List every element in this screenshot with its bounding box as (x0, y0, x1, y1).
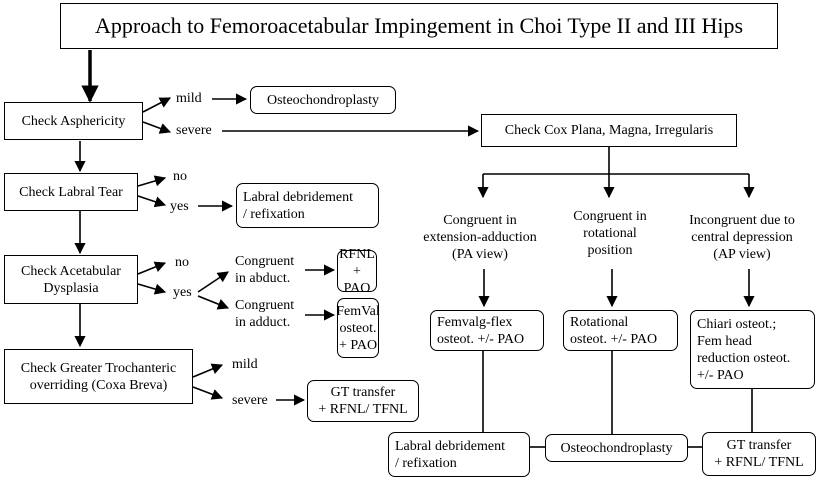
congruent-extension-adduction-label: Congruent in extension-adduction (PA vie… (423, 213, 537, 262)
diagram-title: Approach to Femoroacetabular Impingement… (60, 3, 778, 49)
labral-debridement-bottom-box: Labral debridement / refixation (388, 432, 530, 477)
labral-debridement-top-box: Labral debridement / refixation (236, 183, 379, 228)
label-severe-trochanteric: severe (232, 393, 268, 408)
osteochondroplasty-top-box: Osteochondroplasty (250, 86, 396, 114)
label-severe-asphericity: severe (176, 123, 212, 138)
gt-transfer-left-box: GT transfer + RFNL/ TFNL (307, 380, 419, 422)
label-mild-asphericity: mild (176, 91, 202, 106)
femvalg-flex-box: Femvalg-flex osteot. +/- PAO (430, 310, 544, 351)
rfnl-pao-box: RFNL + PAO (337, 247, 377, 296)
chiari-osteot-box: Chiari osteot.; Fem head reduction osteo… (690, 310, 815, 389)
osteochondroplasty-bottom-box: Osteochondroplasty (545, 434, 688, 462)
femval-osteot-box: FemVal osteot. + PAO (336, 298, 380, 358)
rotational-osteot-box: Rotational osteot. +/- PAO (563, 310, 678, 351)
check-cox-plana-box: Check Cox Plana, Magna, Irregularis (481, 114, 737, 147)
check-greater-trochanteric-box: Check Greater Trochanteric overriding (C… (4, 349, 193, 404)
check-acetabular-dysplasia-box: Check Acetabular Dysplasia (4, 255, 138, 304)
check-labral-tear-box: Check Labral Tear (4, 173, 138, 211)
label-congruent-adduct: Congruent in adduct. (235, 298, 295, 330)
label-mild-trochanteric: mild (232, 357, 258, 372)
incongruent-central-depression-label: Incongruent due to central depression (A… (689, 213, 795, 262)
congruent-rotational-label: Congruent in rotational position (573, 209, 647, 258)
check-asphericity-box: Check Asphericity (4, 102, 143, 140)
label-no-acetabular: no (175, 255, 189, 270)
label-congruent-abduct: Congruent in abduct. (235, 254, 295, 286)
gt-transfer-bottom-box: GT transfer + RFNL/ TFNL (702, 432, 816, 476)
label-yes-acetabular: yes (173, 285, 192, 300)
label-yes-labral: yes (170, 199, 189, 214)
label-no-labral: no (173, 169, 187, 184)
